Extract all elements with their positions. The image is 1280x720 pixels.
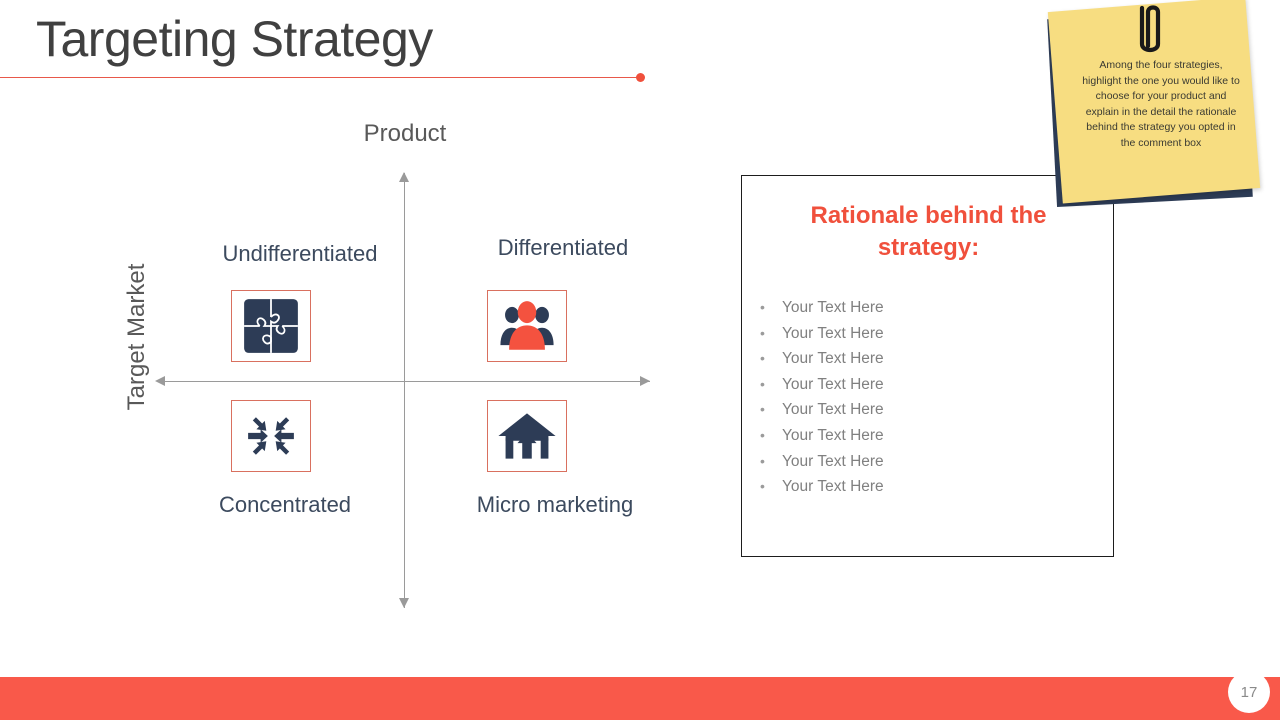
paperclip-icon [1139, 5, 1161, 53]
bullet-icon: • [760, 324, 765, 341]
list-item[interactable]: • Your Text Here [760, 478, 884, 504]
bullet-icon: • [760, 350, 765, 367]
quadrant-label-micro-marketing: Micro marketing [476, 492, 634, 517]
list-item[interactable]: • Your Text Here [760, 350, 884, 376]
quadrant-label-undifferentiated: Undifferentiated [222, 241, 378, 266]
bullet-icon: • [760, 375, 765, 392]
quadrant-label-differentiated: Differentiated [497, 235, 629, 260]
list-item-label: Your Text Here [782, 324, 884, 342]
footer-bar [0, 677, 1280, 720]
rationale-heading: Rationale behind the strategy: [810, 202, 1047, 261]
x-axis-label: Product [363, 120, 447, 147]
quadrant-icon-box-micro-marketing[interactable] [487, 400, 567, 472]
people-group-icon [500, 301, 554, 350]
horizontal-axis-line [165, 381, 650, 382]
list-item[interactable]: • Your Text Here [760, 299, 884, 325]
axis-arrow-down-icon [399, 598, 409, 608]
list-item[interactable]: • Your Text Here [760, 376, 884, 402]
list-item-label: Your Text Here [782, 452, 884, 470]
axis-arrow-up-icon [399, 172, 409, 182]
quadrant-icon-box-differentiated[interactable] [487, 290, 567, 362]
axis-arrow-left-icon [155, 376, 165, 386]
vertical-axis-line [404, 173, 405, 608]
quadrant-icon-box-concentrated[interactable] [231, 400, 311, 472]
title-accent-dot [636, 73, 645, 82]
rationale-bullet-list: • Your Text Here • Your Text Here • Your Te… [760, 299, 884, 504]
list-item-label: Your Text Here [782, 478, 884, 496]
page-number-badge: 17 [1228, 671, 1270, 713]
list-item[interactable]: • Your Text Here [760, 453, 884, 479]
list-item[interactable]: • Your Text Here [760, 427, 884, 453]
list-item[interactable]: • Your Text Here [760, 401, 884, 427]
sticky-note-text: Among the four strategies, highlight the… [1082, 59, 1240, 149]
bullet-icon: • [760, 299, 765, 315]
converging-arrows-icon [248, 417, 294, 455]
list-item-label: Your Text Here [782, 375, 884, 393]
targeting-strategy-matrix: Product Target Market Undifferentiated D… [110, 110, 670, 620]
bullet-icon: • [760, 426, 765, 443]
sticky-note[interactable]: Among the four strategies, highlight the… [1046, 0, 1280, 213]
title-underline-rule [0, 77, 641, 78]
quadrant-icon-box-undifferentiated[interactable] [231, 290, 311, 362]
list-item[interactable]: • Your Text Here [760, 325, 884, 351]
bullet-icon: • [760, 401, 765, 418]
list-item-label: Your Text Here [782, 350, 884, 368]
page-title: Targeting Strategy [36, 11, 433, 67]
quadrant-label-concentrated: Concentrated [218, 492, 352, 517]
axis-arrow-right-icon [640, 376, 650, 386]
house-arrow-icon [498, 413, 556, 459]
bullet-icon: • [760, 478, 765, 495]
rationale-panel: Rationale behind the strategy: • Your Tex… [741, 175, 1114, 557]
puzzle-icon [244, 299, 298, 353]
list-item-label: Your Text Here [782, 299, 884, 316]
y-axis-label: Target Market [123, 263, 150, 411]
list-item-label: Your Text Here [782, 426, 884, 444]
list-item-label: Your Text Here [782, 401, 884, 419]
bullet-icon: • [760, 452, 765, 469]
